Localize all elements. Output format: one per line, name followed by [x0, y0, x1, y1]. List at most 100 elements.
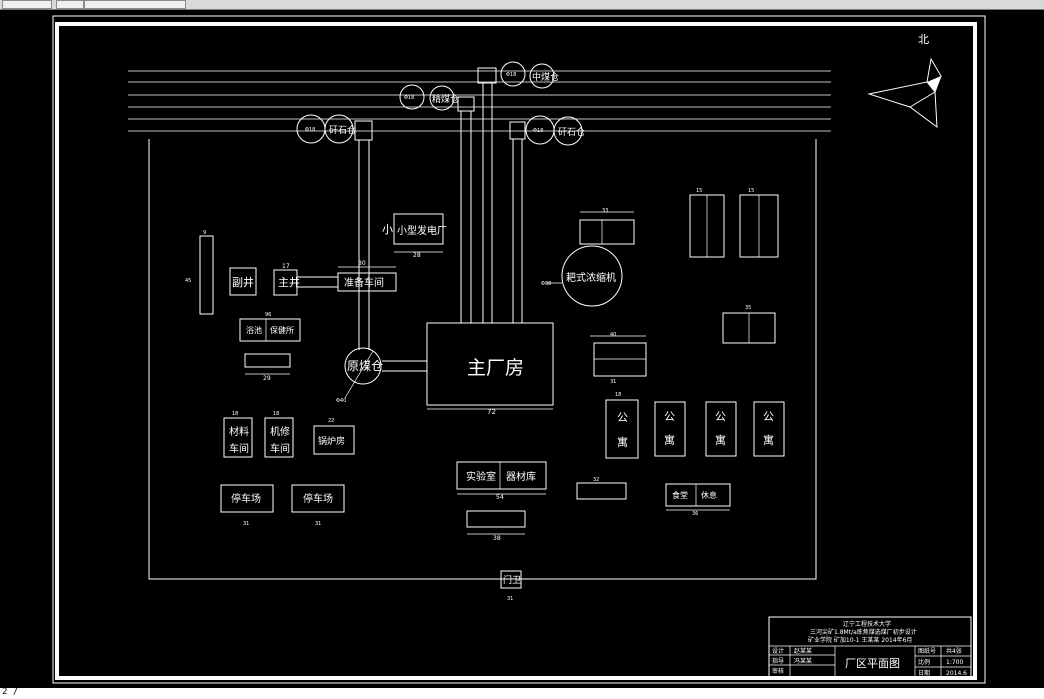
- inner-frame: [55, 22, 977, 680]
- boiler-room: 锅炉房 22: [313, 418, 355, 455]
- toolbar: [0, 0, 1044, 10]
- svg-text:22: 22: [328, 418, 334, 424]
- svg-text:2014.6: 2014.6: [946, 670, 967, 677]
- svg-text:锅炉房: 锅炉房: [318, 435, 345, 447]
- svg-text:共4张: 共4张: [946, 647, 962, 655]
- svg-text:72: 72: [487, 408, 496, 416]
- svg-text:Φ40: Φ40: [336, 398, 346, 404]
- storage-building: 32: [576, 477, 627, 500]
- svg-text:54: 54: [496, 494, 504, 501]
- main-plant: 主厂房 72: [426, 322, 554, 416]
- dormitories: 公 寓 18 公 寓 公 寓 公 寓: [605, 392, 785, 459]
- svg-text:赵某某: 赵某某: [794, 647, 812, 655]
- toolbar-segment[interactable]: [84, 0, 186, 9]
- svg-text:实验室: 实验室: [466, 470, 496, 483]
- pump-house: 33: [579, 208, 635, 245]
- parking-lot-1: 停车场 31: [220, 484, 274, 527]
- svg-text:原煤仓: 原煤仓: [347, 359, 383, 373]
- svg-text:1:700: 1:700: [946, 659, 963, 666]
- svg-text:日期: 日期: [918, 669, 930, 677]
- svg-text:停车场: 停车场: [231, 492, 261, 505]
- conveyor-corridors: [297, 67, 526, 372]
- svg-text:32: 32: [593, 477, 599, 483]
- svg-text:28: 28: [413, 252, 421, 259]
- svg-text:冯某某: 冯某某: [794, 657, 812, 665]
- svg-text:15: 15: [696, 188, 702, 194]
- svg-text:29: 29: [263, 375, 271, 382]
- command-line-text: 2 /: [2, 687, 19, 697]
- svg-text:9: 9: [203, 230, 206, 236]
- parking-lot-2: 停车场 31: [291, 484, 345, 527]
- svg-text:96: 96: [265, 312, 271, 318]
- lab-equipment-store: 实验室 器材库 54: [456, 461, 547, 501]
- small-power-plant: 小 小型发电厂 28: [382, 213, 447, 259]
- water-pools: 40 31: [590, 332, 647, 385]
- svg-text:休息: 休息: [701, 490, 717, 500]
- svg-text:材料: 材料: [229, 425, 249, 438]
- svg-text:浴池: 浴池: [246, 325, 262, 335]
- repair-workshop: 机修 车间 18: [264, 411, 294, 458]
- svg-text:寓: 寓: [715, 433, 726, 447]
- gate: 门卫 31: [500, 570, 522, 602]
- svg-text:车间: 车间: [270, 442, 290, 455]
- svg-text:耙式浓缩机: 耙式浓缩机: [566, 271, 616, 284]
- svg-text:公: 公: [664, 410, 675, 423]
- svg-text:31: 31: [243, 521, 249, 527]
- north-arrow: 北: [867, 33, 942, 129]
- svg-text:公: 公: [763, 410, 774, 423]
- svg-text:45: 45: [185, 278, 191, 284]
- svg-text:器材库: 器材库: [506, 470, 536, 483]
- svg-text:40: 40: [610, 332, 616, 338]
- svg-text:寓: 寓: [617, 435, 628, 449]
- aux-shaft: 副井: [229, 267, 257, 296]
- svg-text:15: 15: [748, 188, 754, 194]
- svg-text:17: 17: [282, 263, 290, 270]
- raw-coal-bin: 原煤仓 Φ40: [336, 347, 383, 404]
- svg-text:小: 小: [382, 223, 393, 236]
- svg-text:中煤仓: 中煤仓: [532, 71, 559, 83]
- thickener: 耙式浓缩机 Φ38: [541, 245, 623, 307]
- svg-text:主井: 主井: [278, 275, 300, 289]
- svg-text:Φ18: Φ18: [305, 127, 315, 133]
- sewage-treatment: 15: [689, 188, 725, 258]
- svg-text:18: 18: [273, 411, 279, 417]
- outer-frame: [52, 15, 986, 684]
- svg-text:厂区平面图: 厂区平面图: [845, 657, 900, 670]
- svg-text:矸石仓: 矸石仓: [558, 126, 585, 138]
- svg-text:Φ18: Φ18: [506, 72, 516, 78]
- command-line[interactable]: 2 /: [0, 687, 1044, 699]
- svg-text:保健所: 保健所: [270, 325, 294, 335]
- bins: Φ18 矸石仓 Φ18 精煤仓 Φ18 中煤仓 Φ18 矸石仓: [296, 61, 585, 146]
- prep-workshop: 准备车间 30: [337, 260, 397, 292]
- svg-text:30: 30: [358, 260, 366, 267]
- small-building-left: 29: [244, 353, 291, 382]
- drawing-canvas[interactable]: 北 Φ18 矸石仓 Φ18 精煤仓: [0, 9, 1044, 699]
- site-plan-drawing: 北 Φ18 矸石仓 Φ18 精煤仓: [52, 15, 986, 684]
- svg-text:精煤仓: 精煤仓: [432, 93, 459, 105]
- svg-text:31: 31: [610, 379, 616, 385]
- svg-text:Φ18: Φ18: [533, 128, 543, 134]
- title-block: 辽宁工程技术大学 三河尖矿1.8Mt/a炼焦煤选煤厂初步设计 矿业学院 矿加10…: [768, 616, 972, 678]
- svg-text:食堂: 食堂: [672, 490, 688, 500]
- svg-text:机修: 机修: [270, 425, 290, 438]
- svg-text:35: 35: [745, 305, 751, 311]
- svg-text:准备车间: 准备车间: [344, 276, 384, 289]
- svg-text:车间: 车间: [229, 442, 249, 455]
- svg-text:小型发电厂: 小型发电厂: [397, 224, 447, 237]
- svg-text:辽宁工程技术大学: 辽宁工程技术大学: [843, 620, 891, 628]
- svg-text:审核: 审核: [772, 667, 784, 675]
- svg-text:18: 18: [615, 392, 621, 398]
- svg-text:Φ38: Φ38: [541, 281, 551, 287]
- svg-text:31: 31: [315, 521, 321, 527]
- small-building-bottom: 38: [466, 510, 526, 542]
- svg-text:31: 31: [507, 596, 513, 602]
- svg-text:矸石仓: 矸石仓: [329, 124, 356, 136]
- toolbar-segment[interactable]: [2, 0, 52, 9]
- material-workshop: 材料 车间 18: [223, 411, 253, 458]
- svg-text:副井: 副井: [232, 275, 254, 289]
- svg-text:三河尖矿1.8Mt/a炼焦煤选煤厂初步设计: 三河尖矿1.8Mt/a炼焦煤选煤厂初步设计: [810, 628, 917, 636]
- svg-text:门卫: 门卫: [503, 574, 521, 586]
- main-shaft: 主井 17: [273, 263, 300, 296]
- toolbar-segment[interactable]: [56, 0, 84, 9]
- svg-text:指导: 指导: [772, 657, 784, 665]
